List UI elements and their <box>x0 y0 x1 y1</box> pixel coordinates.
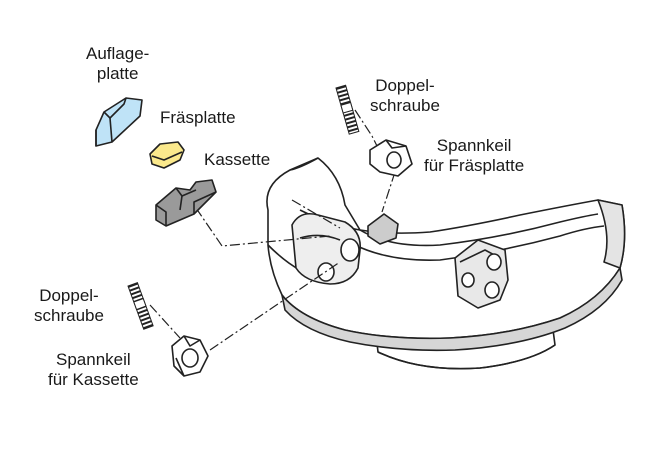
label-spannkeil-fraesplatte: Spannkeil für Fräsplatte <box>424 136 525 175</box>
assembly-lines <box>149 109 396 351</box>
fraesplatte-part <box>149 141 185 169</box>
label-auflageplatte-line1: Auflage- <box>86 44 150 63</box>
label-auflageplatte-line2: platte <box>96 64 139 83</box>
cutter-body <box>266 157 626 370</box>
auflageplatte-part <box>95 97 143 147</box>
spannkeil-fraesplatte-part <box>369 139 413 177</box>
label-spannkeil-kassette: Spannkeil für Kassette <box>48 350 139 389</box>
label-auflageplatte: Auflage- platte <box>86 44 149 84</box>
label-fraesplatte: Fräsplatte <box>160 108 236 127</box>
doppelschraube-top-part <box>335 84 360 135</box>
label-doppelschraube-top: Doppel- schraube <box>370 76 440 115</box>
doppelschraube-left-part <box>127 281 154 330</box>
spannkeil-kassette-part <box>171 335 209 377</box>
label-kassette: Kassette <box>204 150 271 169</box>
kassette-part <box>155 179 217 227</box>
label-doppelschraube-left: Doppel- schraube <box>34 286 104 325</box>
